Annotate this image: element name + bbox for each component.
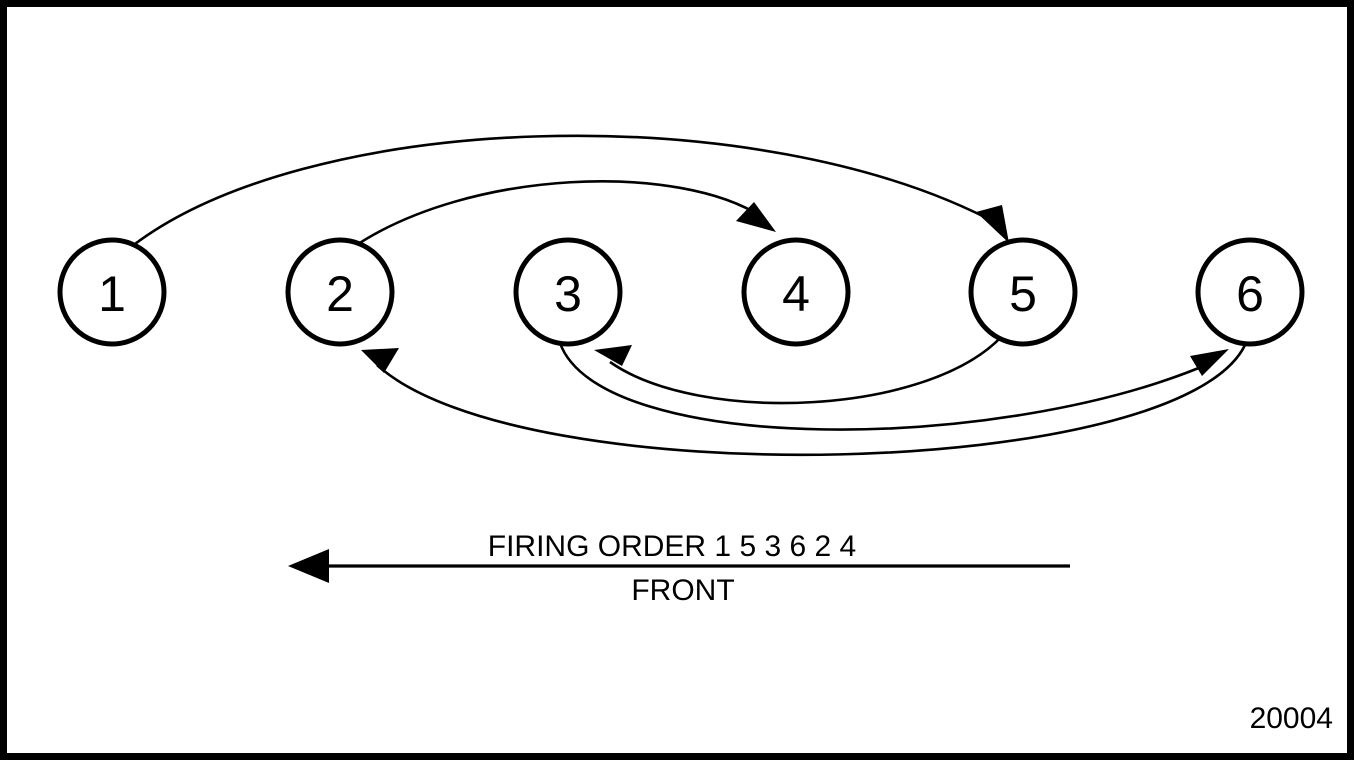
arc-2-to-4 (351, 180, 763, 250)
arrowhead-at-5 (976, 205, 1009, 243)
reference-number: 20004 (1250, 702, 1333, 735)
front-arrowhead-icon (288, 549, 329, 583)
connection-1-to-5 (125, 134, 1009, 253)
connection-2-to-4 (351, 180, 776, 250)
front-direction-arrow (288, 549, 1070, 583)
cylinder-4-label: 4 (782, 266, 810, 322)
cylinder-3-circle[interactable] (513, 237, 623, 347)
inner-border (7, 7, 1347, 753)
arrowhead-at-4 (736, 202, 776, 232)
cylinder-1-label: 1 (98, 266, 126, 322)
cylinder-3-label: 3 (554, 266, 582, 322)
cylinder-5-circle[interactable] (968, 237, 1078, 347)
arrowhead-at-2 (361, 348, 399, 373)
cylinder-1-circle[interactable] (57, 237, 167, 347)
cylinder-6-label: 6 (1236, 266, 1264, 322)
arc-1-to-5 (125, 134, 1001, 253)
arc-5-to-3 (609, 334, 1004, 405)
cylinder-5-label: 5 (1009, 266, 1037, 322)
arc-6-to-2 (376, 344, 1247, 457)
cylinder-2-circle[interactable] (285, 237, 395, 347)
front-caption: FRONT (631, 574, 734, 607)
arc-3-to-6 (558, 342, 1214, 431)
connection-6-to-2 (361, 344, 1247, 457)
cylinder-6-circle[interactable] (1195, 237, 1305, 347)
cylinder-group: 1 2 3 4 5 6 (57, 237, 1305, 347)
connection-5-to-3 (594, 334, 1004, 405)
arrowhead-at-3 (594, 345, 632, 366)
cylinder-4-circle[interactable] (741, 237, 851, 347)
firing-order-caption: FIRING ORDER 1 5 3 6 2 4 (488, 530, 856, 563)
connection-3-to-6 (558, 342, 1229, 431)
arrowhead-at-6 (1190, 349, 1229, 376)
cylinder-2-label: 2 (326, 266, 354, 322)
